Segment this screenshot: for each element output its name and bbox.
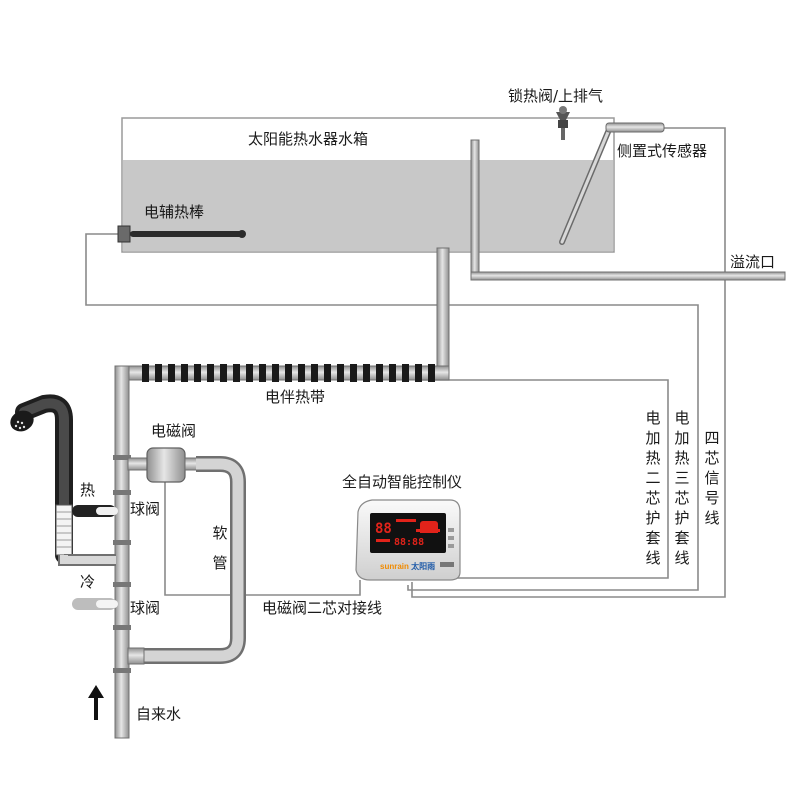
heat-tape-segment: [233, 364, 240, 382]
heat-tape-segment: [363, 364, 370, 382]
heat-tape-segment: [194, 364, 201, 382]
cold-ball-valve-label: 球阀: [130, 599, 161, 617]
controller-brand: sunrain 太阳雨: [380, 561, 435, 572]
heat-tape-segment: [415, 364, 422, 382]
side-sensor-label: 侧置式传感器: [617, 142, 708, 160]
heat-tape-segment: [311, 364, 318, 382]
heater-rod-label: 电辅热棒: [144, 203, 205, 221]
solenoid-valve-label: 电磁阀: [151, 422, 197, 440]
tank-label: 太阳能热水器水箱: [248, 130, 369, 148]
cold-ball-valve: [72, 598, 118, 610]
cold-label: 冷: [80, 573, 96, 591]
heat-tape-segment: [142, 364, 149, 382]
signal-cable-wire: [411, 127, 726, 598]
signal-cable-4-label: 四芯信号线: [704, 429, 720, 527]
heat-tape-segment: [259, 364, 266, 382]
shower-head: [10, 394, 116, 566]
heat-tape-label: 电伴热带: [265, 388, 326, 406]
heat-tape-segment: [337, 364, 344, 382]
wiring: [85, 127, 726, 598]
heat-tape-segment: [220, 364, 227, 382]
heat-tape: [142, 364, 435, 382]
heat-tape-segment: [376, 364, 383, 382]
heat-tape-segment: [350, 364, 357, 382]
heater-cable-3-wire: [85, 233, 699, 591]
side-sensor: [559, 122, 665, 245]
solenoid-valve: [127, 447, 200, 483]
lock-valve: [556, 106, 570, 140]
controller-display: 88 88:88: [372, 515, 444, 551]
heater-cable-3-label: 电加热三芯护套线: [674, 409, 690, 567]
heat-tape-segment: [272, 364, 279, 382]
heat-tape-segment: [324, 364, 331, 382]
smart-controller: [355, 499, 461, 581]
heat-tape-segment: [428, 364, 435, 382]
overflow-pipe: [470, 139, 786, 281]
arrow-up-icon: [88, 685, 104, 720]
heat-tape-segment: [389, 364, 396, 382]
hose-label: 软管: [212, 524, 228, 572]
heat-tape-segment: [181, 364, 188, 382]
heat-tape-segment: [155, 364, 162, 382]
electric-heater-rod: [117, 225, 246, 243]
overflow-label: 溢流口: [730, 253, 776, 271]
brand-logo-cn: 太阳雨: [411, 562, 436, 571]
hot-ball-valve: [72, 505, 118, 517]
heater-cable-2-label: 电加热二芯护套线: [645, 409, 661, 567]
heat-tape-segment: [402, 364, 409, 382]
heat-tape-segment: [168, 364, 175, 382]
solenoid-cable-label: 电磁阀二芯对接线: [262, 599, 383, 617]
pipe-joints: [113, 455, 131, 673]
tap-water-label: 自来水: [136, 705, 182, 723]
hot-label: 热: [80, 481, 96, 499]
solenoid-cable-wire: [164, 478, 361, 596]
controller-label: 全自动智能控制仪: [342, 473, 463, 491]
heat-tape-segment: [207, 364, 214, 382]
heater-cable-2-wire: [414, 379, 669, 579]
soft-hose: [127, 456, 246, 665]
brand-logo: sunrain: [380, 562, 409, 571]
heat-tape-segment: [298, 364, 305, 382]
lock-valve-label: 锁热阀/上排气: [508, 87, 604, 105]
heat-tape-segment: [285, 364, 292, 382]
hot-ball-valve-label: 球阀: [130, 500, 161, 518]
heat-tape-segment: [246, 364, 253, 382]
